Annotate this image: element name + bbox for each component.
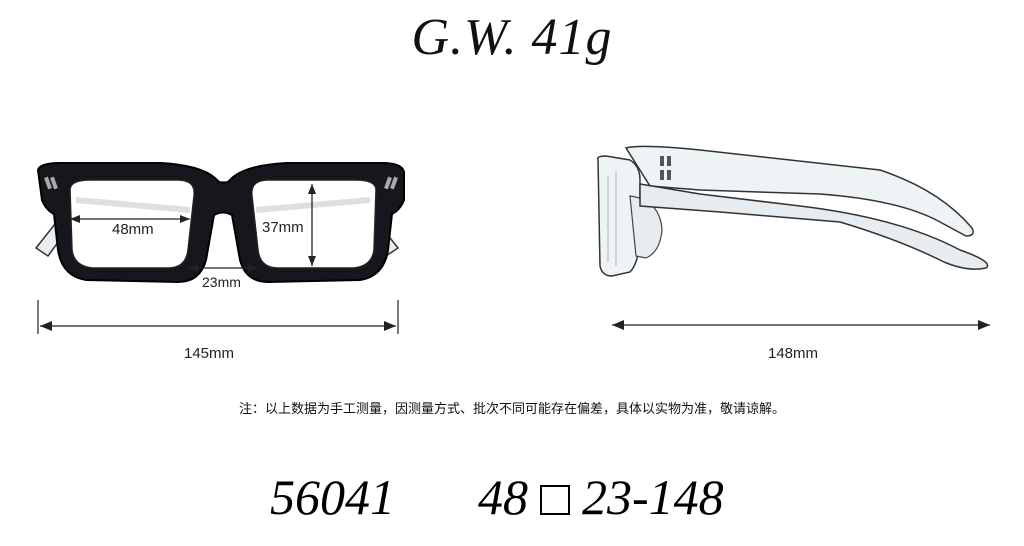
measurement-note: 注：以上数据为手工测量，因测量方式、批次不同可能存在偏差，具体以实物为准，敬请谅… [238, 402, 785, 417]
total-width-label: 145mm [184, 345, 235, 362]
box-symbol [540, 484, 570, 515]
model-number: 56041 [270, 469, 395, 525]
size-spec: 48 23-148 [478, 468, 724, 526]
bridge-temple-size: 23-148 [582, 469, 724, 525]
lens-width-label: 48mm [112, 221, 154, 238]
lens-size: 48 [478, 469, 528, 525]
bridge-label: 23mm [202, 274, 241, 290]
temple-length-label: 148mm [768, 345, 819, 362]
lens-height-label: 37mm [262, 219, 304, 236]
weight-title: G.W. 41g [411, 9, 613, 66]
